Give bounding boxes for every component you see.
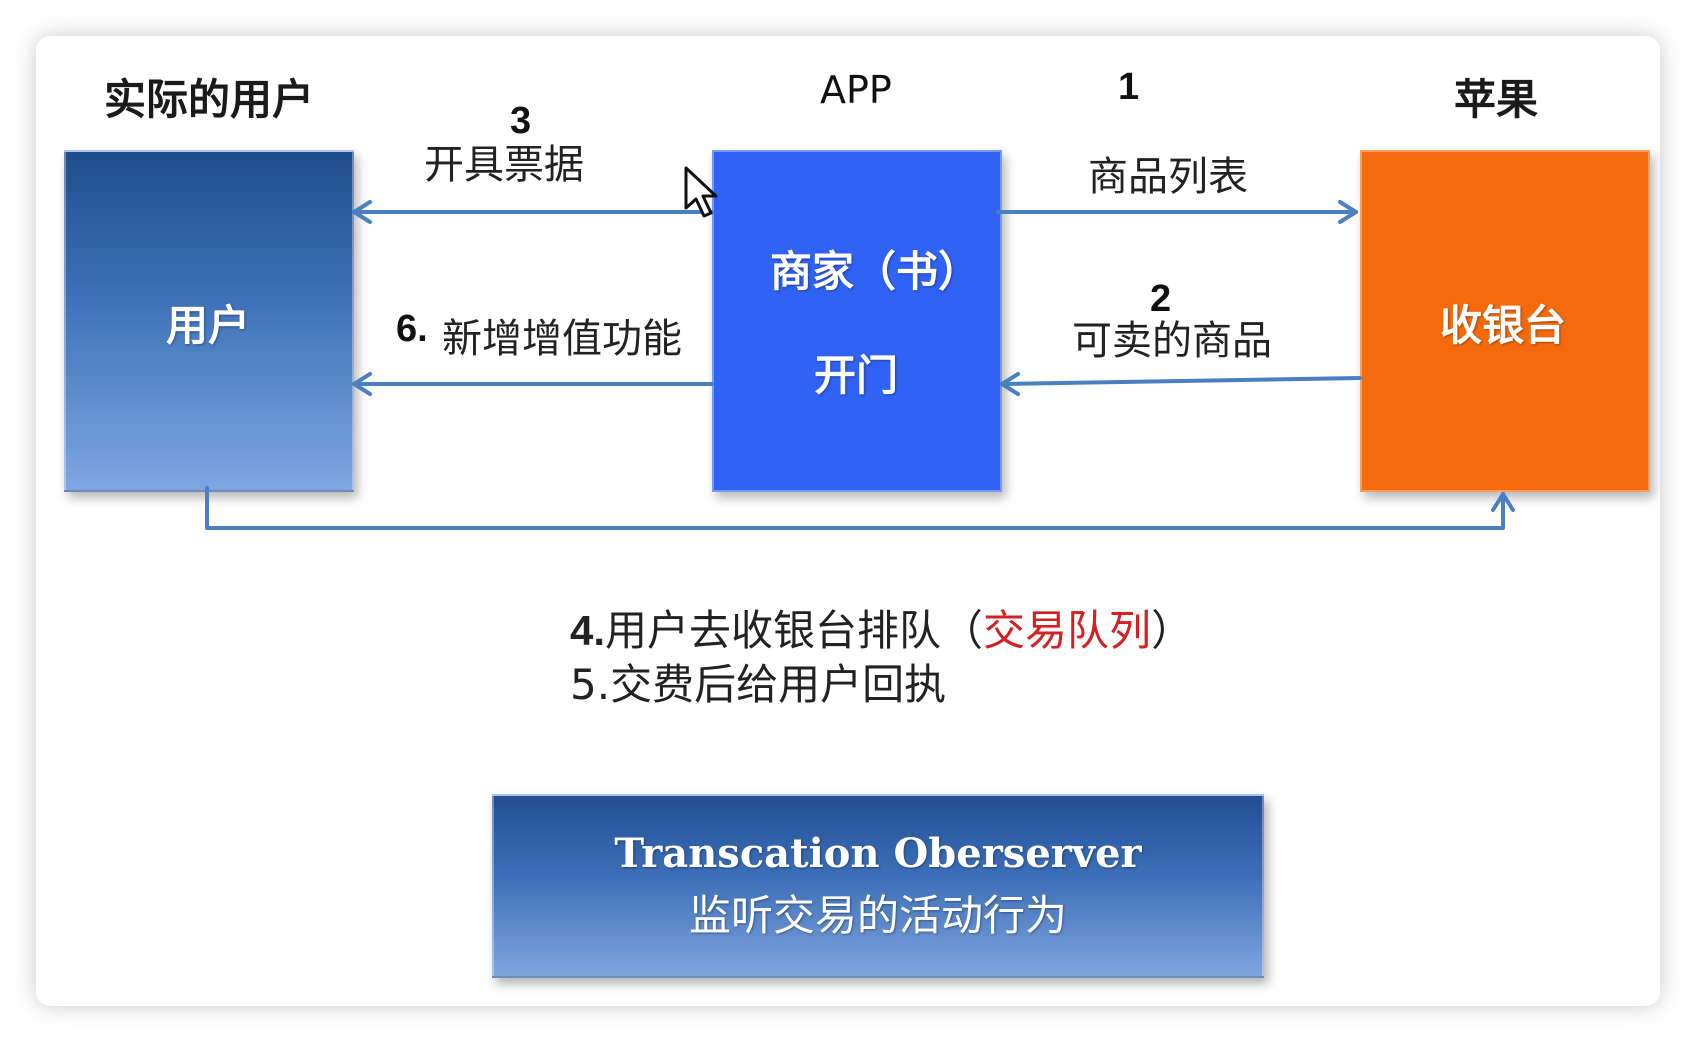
- label-value-added: 新增增值功能: [442, 316, 682, 362]
- connector-arrows: [205, 166, 1515, 530]
- note-step-4: 4.用户去收银台排队（交易队列）: [570, 604, 1193, 658]
- arrow-sellable-products: [1000, 376, 1362, 386]
- slide: 实际的用户 APP 1 苹果 用户 商家（书） 开门 收银台: [36, 36, 1660, 1006]
- step-6-number: 6.: [396, 308, 428, 350]
- step-3-number: 3: [510, 100, 532, 142]
- note-step-4-number: 4.: [570, 607, 606, 654]
- user-box-label: 用户: [166, 301, 251, 350]
- observer-subtitle: 监听交易的活动行为: [688, 891, 1067, 940]
- arrow-value-added-head: [352, 372, 372, 396]
- arrow-issue-receipt-head: [352, 200, 372, 224]
- label-sellable-products: 可卖的商品: [1072, 318, 1272, 364]
- note-step-4-highlight: 交易队列: [983, 606, 1152, 655]
- mouse-pointer-icon: [684, 166, 718, 218]
- cashier-box: 收银台: [1360, 150, 1650, 492]
- note-step-4-text: 用户去收银台排队（: [605, 606, 984, 655]
- arrow-user-to-cashier-head: [1491, 492, 1515, 512]
- merchant-box: 商家（书） 开门: [712, 150, 1002, 492]
- user-box: 用户: [64, 150, 354, 492]
- arrow-product-list-head: [1338, 200, 1358, 224]
- note-step-5-text: 交费后给用户回执: [610, 660, 947, 709]
- notes: 4.用户去收银台排队（交易队列） 5.交费后给用户回执: [570, 604, 1193, 712]
- heading-actual-user: 实际的用户: [104, 75, 315, 124]
- merchant-box-label: 商家（书）: [770, 247, 981, 296]
- step-2-number: 2: [1150, 278, 1172, 320]
- label-issue-receipt: 开具票据: [424, 142, 584, 188]
- note-step-5-number: 5.: [570, 660, 611, 709]
- heading-app: APP: [820, 68, 892, 112]
- step-1-number: 1: [1118, 66, 1140, 108]
- label-product-list: 商品列表: [1088, 154, 1248, 200]
- cashier-box-label: 收银台: [1440, 301, 1567, 350]
- transaction-observer-box: Transcation Oberserver 监听交易的活动行为: [492, 794, 1264, 978]
- note-step-5: 5.交费后给用户回执: [570, 658, 1193, 712]
- merchant-box-sublabel: 开门: [814, 351, 899, 400]
- observer-title: Transcation Oberserver: [614, 830, 1142, 877]
- arrow-user-to-cashier: [205, 486, 1505, 530]
- note-step-4-end: ）: [1151, 606, 1194, 655]
- arrow-sellable-products-head: [1000, 372, 1020, 396]
- heading-apple: 苹果: [1454, 75, 1539, 124]
